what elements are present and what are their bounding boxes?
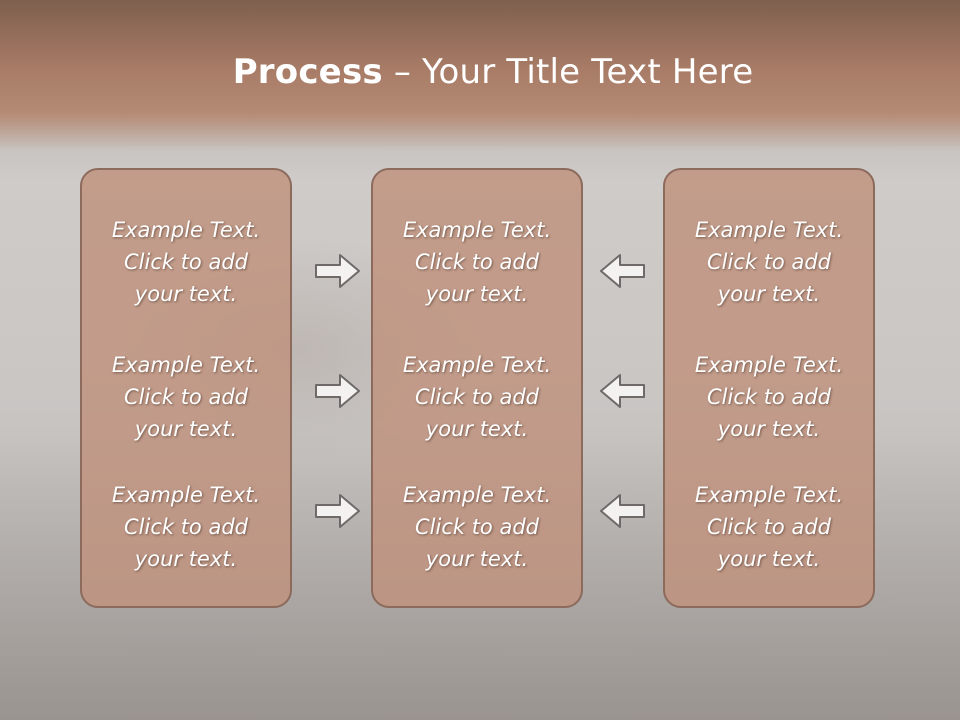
text-line: your text. [717,282,821,306]
text-line: Click to add [123,385,248,409]
box-text[interactable]: Example Text. Click to add your text. [373,479,581,575]
arrow-left-icon [600,374,645,408]
arrow-right-icon [315,494,360,528]
title-rest: – Your Title Text Here [382,52,754,92]
process-box-left[interactable]: Example Text. Click to add your text. Ex… [80,168,292,608]
box-text[interactable]: Example Text. Click to add your text. [665,479,873,575]
arrow-left-icon [600,494,645,528]
text-line: Click to add [414,250,539,274]
text-line: Example Text. [694,218,844,242]
title-band [0,0,960,150]
text-line: Click to add [123,515,248,539]
arrow-right-icon [315,374,360,408]
box-text[interactable]: Example Text. Click to add your text. [665,214,873,310]
text-line: your text. [425,282,529,306]
box-text[interactable]: Example Text. Click to add your text. [82,214,290,310]
text-line: your text. [134,282,238,306]
text-line: Example Text. [694,353,844,377]
text-line: Click to add [414,515,539,539]
text-line: Click to add [706,385,831,409]
text-line: Example Text. [694,483,844,507]
text-line: Example Text. [402,483,552,507]
arrow-right-icon [315,254,360,288]
text-line: Click to add [414,385,539,409]
process-box-right[interactable]: Example Text. Click to add your text. Ex… [663,168,875,608]
text-line: Click to add [123,250,248,274]
text-line: Example Text. [111,218,261,242]
arrow-left-icon [600,254,645,288]
text-line: your text. [717,547,821,571]
text-line: your text. [425,417,529,441]
text-line: your text. [134,417,238,441]
title-strong: Process [232,52,383,92]
text-line: your text. [134,547,238,571]
text-line: your text. [717,417,821,441]
text-line: Click to add [706,515,831,539]
text-line: Example Text. [111,483,261,507]
box-text[interactable]: Example Text. Click to add your text. [665,349,873,445]
text-line: Example Text. [402,218,552,242]
text-line: your text. [425,547,529,571]
text-line: Click to add [706,250,831,274]
box-text[interactable]: Example Text. Click to add your text. [82,349,290,445]
box-text[interactable]: Example Text. Click to add your text. [373,349,581,445]
text-line: Example Text. [111,353,261,377]
slide-title[interactable]: Process – Your Title Text Here [0,52,960,92]
box-text[interactable]: Example Text. Click to add your text. [82,479,290,575]
process-box-center[interactable]: Example Text. Click to add your text. Ex… [371,168,583,608]
text-line: Example Text. [402,353,552,377]
box-text[interactable]: Example Text. Click to add your text. [373,214,581,310]
